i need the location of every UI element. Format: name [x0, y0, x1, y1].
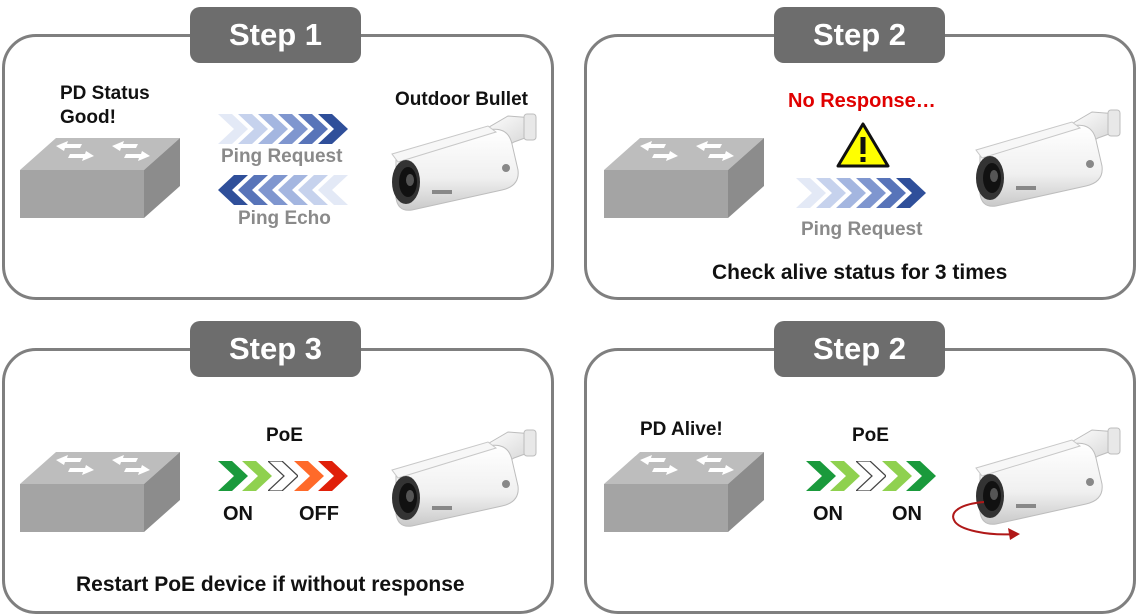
warning-triangle-icon — [836, 122, 890, 168]
device-label: Outdoor Bullet — [395, 89, 528, 110]
ping-request-arrows — [218, 114, 348, 144]
poe-left-state: ON — [223, 503, 253, 525]
bullet-camera-icon — [388, 428, 538, 528]
restart-caption: Restart PoE device if without response — [76, 573, 465, 596]
network-switch-icon — [20, 452, 180, 532]
step1-badge: Step 1 — [190, 7, 361, 63]
poe-on-arrows — [806, 461, 936, 491]
poe-restart-arrows — [218, 461, 348, 491]
ping-echo-label: Ping Echo — [238, 208, 331, 229]
ping-request-label: Ping Request — [221, 146, 343, 167]
poe-right-state: ON — [892, 503, 922, 525]
pd-status-line1: PD Status — [60, 83, 150, 104]
ping-request-label: Ping Request — [801, 219, 923, 240]
poe-left-state: ON — [813, 503, 843, 525]
bullet-camera-icon — [388, 112, 538, 212]
pd-status-line2: Good! — [60, 107, 116, 128]
step2-badge: Step 2 — [774, 7, 945, 63]
no-response-label: No Response… — [788, 90, 936, 112]
pd-alive-label: PD Alive! — [640, 419, 723, 440]
network-switch-icon — [604, 138, 764, 218]
poe-right-state: OFF — [299, 503, 339, 525]
poe-label: PoE — [266, 425, 303, 446]
step4-badge: Step 2 — [774, 321, 945, 377]
rotation-arrow-icon — [944, 496, 1028, 544]
bullet-camera-icon — [972, 108, 1122, 208]
network-switch-icon — [20, 138, 180, 218]
network-switch-icon — [604, 452, 764, 532]
check-alive-caption: Check alive status for 3 times — [712, 261, 1008, 284]
ping-request-arrows — [796, 178, 926, 208]
ping-echo-arrows — [218, 175, 348, 205]
poe-label: PoE — [852, 425, 889, 446]
step3-badge: Step 3 — [190, 321, 361, 377]
